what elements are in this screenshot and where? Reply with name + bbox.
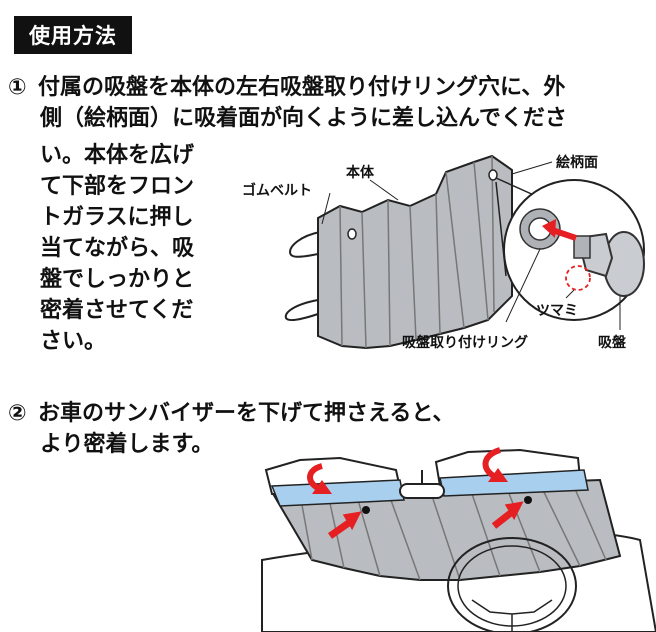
label-body: 本体 (346, 165, 374, 181)
label-knob: ツマミ (536, 303, 578, 319)
push-arrow-right-icon (491, 501, 524, 529)
steering-wheel (447, 537, 577, 632)
ring-hole-right (488, 169, 498, 181)
step-1-continued: い。本体を広げ て下部をフロン トガラスに押し 当てながら、吸 盤でしっかりと … (40, 140, 230, 357)
step-1-side-line: て下部をフロン (40, 174, 195, 199)
step-2-number: ② (8, 401, 27, 426)
step-1-side-line: 密着させてくだ (40, 298, 194, 323)
step-1-side-line: さい。 (40, 329, 107, 354)
step-1-side-line: トガラスに押し (40, 205, 194, 230)
insert-arrow-icon (542, 219, 577, 241)
step-1-line-1: 付属の吸盤を本体の左右吸盤取り付けリング穴に、外 (38, 75, 566, 100)
section-title: 使用方法 (14, 16, 132, 54)
label-pattern-side: 絵柄面 (556, 155, 598, 171)
step-2-line-2: より密着します。 (40, 432, 214, 457)
press-visor-arrow-right-icon (482, 447, 508, 482)
step-1-side-line: い。本体を広げ (40, 143, 195, 168)
sunshade-folds (339, 155, 495, 349)
visor-blue-left (270, 479, 405, 507)
step-2-line-1: お車のサンバイザーを下げて押さえると、 (38, 401, 455, 426)
step-1-side-line: 当てながら、吸 (40, 236, 195, 261)
suction-point-left (362, 506, 370, 514)
rubber-belt-bottom (284, 299, 319, 322)
label-ring: 吸盤取り付けリング (402, 335, 528, 351)
step-2-text: ② お車のサンバイザーを下げて押さえると、 より密着します。 (8, 398, 528, 460)
rubber-belt-top (288, 231, 321, 258)
step-1-line-2: 側（絵柄面）に吸着面が向くように差し込んでくださ (40, 106, 567, 131)
push-arrow-left-icon (327, 511, 362, 539)
knob-highlight (565, 265, 591, 291)
step-1-number: ① (8, 75, 27, 100)
label-suction-cup: 吸盤 (598, 335, 626, 351)
suction-point-right (524, 496, 532, 504)
press-visor-arrow-left-icon (307, 463, 332, 494)
step-1-side-line: 盤でしっかりと (40, 267, 195, 292)
rearview-mirror (399, 483, 445, 499)
zoom-line (495, 177, 537, 197)
step-1-text: ① 付属の吸盤を本体の左右吸盤取り付けリング穴に、外 側（絵柄面）に吸着面が向くよ… (8, 72, 652, 134)
ring-hole-left (347, 228, 357, 240)
label-rubber-belt: ゴムベルト (242, 183, 312, 199)
